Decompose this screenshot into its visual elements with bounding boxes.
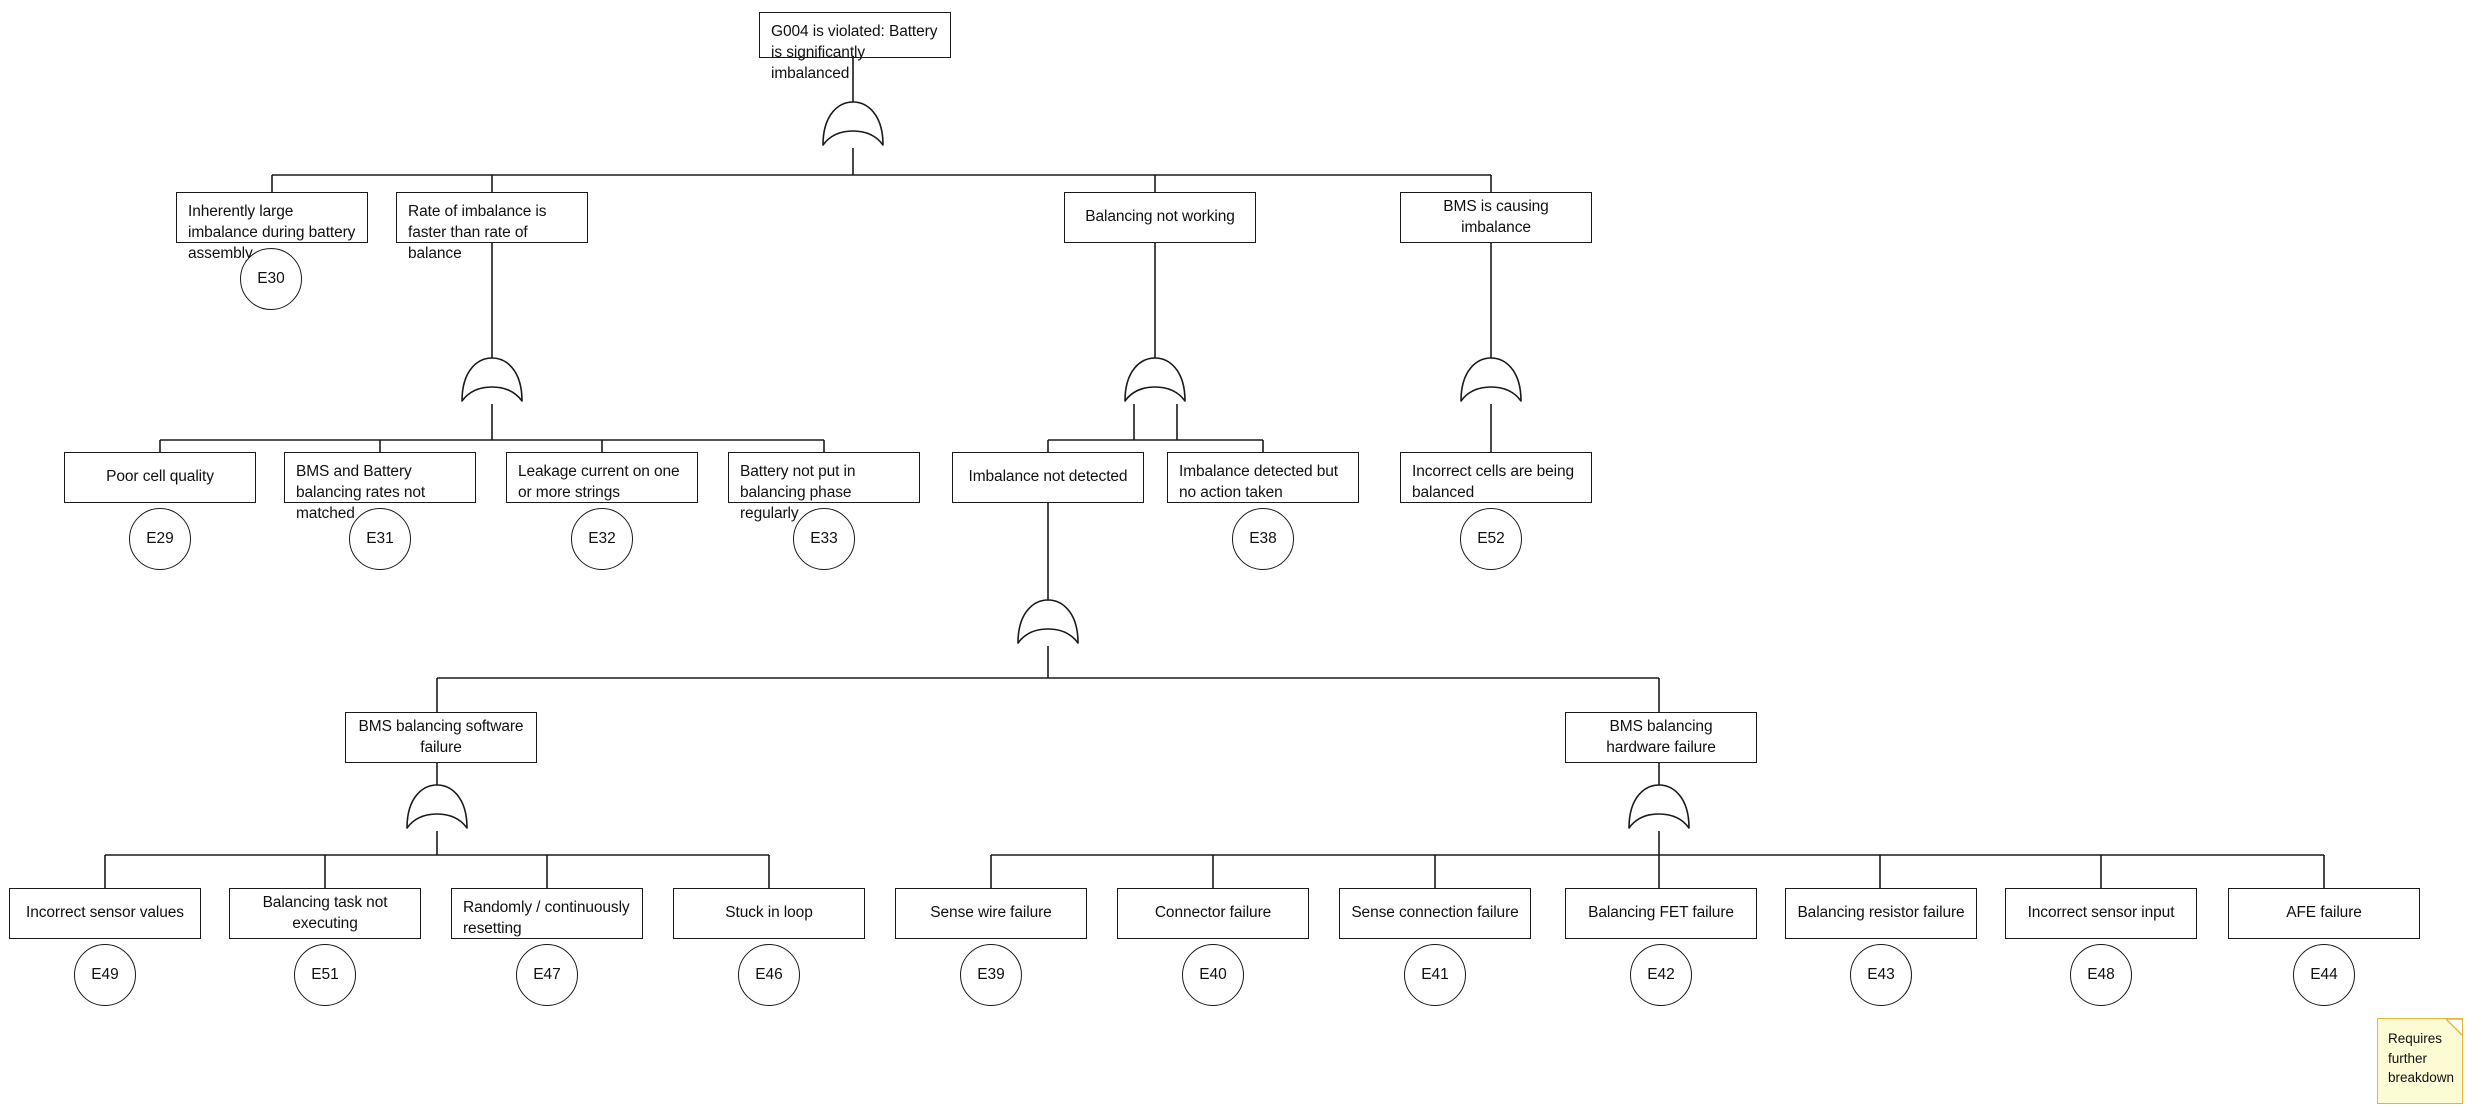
node-label: Connector failure <box>1154 904 1272 922</box>
event-id: E48 <box>2087 966 2115 983</box>
node-stuck-in-loop[interactable]: Stuck in loop <box>673 888 865 939</box>
event-circle-e49[interactable]: E49 <box>74 944 136 1006</box>
event-id: E52 <box>1477 530 1505 547</box>
node-label: Imbalance not detected <box>968 468 1128 486</box>
node-label: Balancing FET failure <box>1588 904 1734 922</box>
event-circle-e33[interactable]: E33 <box>793 508 855 570</box>
event-circle-e29[interactable]: E29 <box>129 508 191 570</box>
node-label: Imbalance detected but no action taken <box>1179 463 1338 501</box>
node-leakage-current[interactable]: Leakage current on one or more strings <box>506 452 698 503</box>
event-id: E29 <box>146 530 174 547</box>
node-label: Leakage current on one or more strings <box>518 463 680 501</box>
node-imbalance-not-detected[interactable]: Imbalance not detected <box>952 452 1144 503</box>
event-id: E44 <box>2310 966 2338 983</box>
event-id: E46 <box>755 966 783 983</box>
event-circle-e44[interactable]: E44 <box>2293 944 2355 1006</box>
node-label: Incorrect cells are being balanced <box>1412 463 1575 501</box>
node-rate-of-imbalance[interactable]: Rate of imbalance is faster than rate of… <box>396 192 588 262</box>
event-id: E47 <box>533 966 561 983</box>
node-label: Randomly / continuously resetting <box>463 899 630 937</box>
event-id: E32 <box>588 530 616 547</box>
sticky-note-label: Requires further breakdown <box>2388 1031 2455 1086</box>
node-label: G004 is violated: Battery is significant… <box>771 23 938 82</box>
node-label: BMS and Battery balancing rates not matc… <box>296 463 426 522</box>
sticky-note-fold-icon <box>2445 1019 2462 1036</box>
event-id: E42 <box>1647 966 1675 983</box>
node-not-put-in-balancing-phase[interactable]: Battery not put in balancing phase regul… <box>728 452 920 522</box>
node-label: AFE failure <box>2286 904 2362 922</box>
event-circle-e47[interactable]: E47 <box>516 944 578 1006</box>
event-circle-e32[interactable]: E32 <box>571 508 633 570</box>
node-label: Battery not put in balancing phase regul… <box>740 463 856 522</box>
event-id: E31 <box>366 530 394 547</box>
node-sense-wire-failure[interactable]: Sense wire failure <box>895 888 1087 939</box>
node-label: Incorrect sensor values <box>26 904 184 922</box>
or-gate-imbalance-not-detected <box>1014 598 1082 648</box>
node-label: Sense connection failure <box>1351 904 1519 922</box>
node-afe-failure[interactable]: AFE failure <box>2228 888 2420 939</box>
node-poor-cell-quality[interactable]: Poor cell quality <box>64 452 256 503</box>
node-sense-connection-failure[interactable]: Sense connection failure <box>1339 888 1531 939</box>
node-hardware-failure[interactable]: BMS balancing hardware failure <box>1565 712 1757 763</box>
node-label: Stuck in loop <box>725 904 813 922</box>
sticky-note-requires-further-breakdown[interactable]: Requires further breakdown <box>2377 1018 2463 1104</box>
node-label: Poor cell quality <box>106 468 214 486</box>
node-connector-failure[interactable]: Connector failure <box>1117 888 1309 939</box>
or-gate-hardware-failure <box>1625 783 1693 833</box>
node-top-event[interactable]: G004 is violated: Battery is significant… <box>759 12 951 82</box>
event-circle-e41[interactable]: E41 <box>1404 944 1466 1006</box>
event-circle-e52[interactable]: E52 <box>1460 508 1522 570</box>
node-label: BMS is causing imbalance <box>1443 197 1549 236</box>
node-bms-causing-imbalance[interactable]: BMS is causing imbalance <box>1400 192 1592 243</box>
node-label: Incorrect sensor input <box>2027 904 2175 922</box>
node-label: Inherently large imbalance during batter… <box>188 203 356 262</box>
event-circle-e43[interactable]: E43 <box>1850 944 1912 1006</box>
event-id: E39 <box>977 966 1005 983</box>
node-randomly-resetting[interactable]: Randomly / continuously resetting <box>451 888 643 939</box>
node-label: Balancing not working <box>1085 208 1235 226</box>
event-id: E33 <box>810 530 838 547</box>
event-id: E40 <box>1199 966 1227 983</box>
node-label: BMS balancing hardware failure <box>1606 717 1716 756</box>
event-circle-e46[interactable]: E46 <box>738 944 800 1006</box>
event-id: E41 <box>1421 966 1449 983</box>
or-gate-balancing-not-working <box>1121 356 1189 406</box>
event-circle-e38[interactable]: E38 <box>1232 508 1294 570</box>
event-circle-e48[interactable]: E48 <box>2070 944 2132 1006</box>
node-balancing-resistor-failure[interactable]: Balancing resistor failure <box>1785 888 1977 939</box>
node-incorrect-cells-balanced[interactable]: Incorrect cells are being balanced <box>1400 452 1592 503</box>
node-label: Sense wire failure <box>930 904 1052 922</box>
event-id: E51 <box>311 966 339 983</box>
or-gate-rate-of-imbalance <box>458 356 526 406</box>
node-balancing-rates-not-matched[interactable]: BMS and Battery balancing rates not matc… <box>284 452 476 522</box>
event-circle-e39[interactable]: E39 <box>960 944 1022 1006</box>
event-circle-e40[interactable]: E40 <box>1182 944 1244 1006</box>
node-incorrect-sensor-input[interactable]: Incorrect sensor input <box>2005 888 2197 939</box>
event-circle-e31[interactable]: E31 <box>349 508 411 570</box>
event-id: E49 <box>91 966 119 983</box>
sticky-note-fold-edge-icon <box>2445 1018 2463 1036</box>
or-gate-software-failure <box>403 783 471 833</box>
event-id: E38 <box>1249 530 1277 547</box>
node-label: Rate of imbalance is faster than rate of… <box>408 203 547 262</box>
event-id: E30 <box>257 270 285 287</box>
event-circle-e42[interactable]: E42 <box>1630 944 1692 1006</box>
node-label: BMS balancing software failure <box>358 717 524 756</box>
node-balancing-not-working[interactable]: Balancing not working <box>1064 192 1256 243</box>
event-id: E43 <box>1867 966 1895 983</box>
or-gate-top <box>819 100 887 150</box>
node-balancing-task-not-executing[interactable]: Balancing task not executing <box>229 888 421 939</box>
node-imbalance-detected-no-action[interactable]: Imbalance detected but no action taken <box>1167 452 1359 503</box>
node-label: Balancing task not executing <box>262 893 388 932</box>
event-circle-e51[interactable]: E51 <box>294 944 356 1006</box>
node-incorrect-sensor-values[interactable]: Incorrect sensor values <box>9 888 201 939</box>
or-gate-bms-causing-imbalance <box>1457 356 1525 406</box>
node-inherent-imbalance[interactable]: Inherently large imbalance during batter… <box>176 192 368 262</box>
node-balancing-fet-failure[interactable]: Balancing FET failure <box>1565 888 1757 939</box>
node-label: Balancing resistor failure <box>1797 904 1965 922</box>
event-circle-e30[interactable]: E30 <box>240 248 302 310</box>
node-software-failure[interactable]: BMS balancing software failure <box>345 712 537 763</box>
